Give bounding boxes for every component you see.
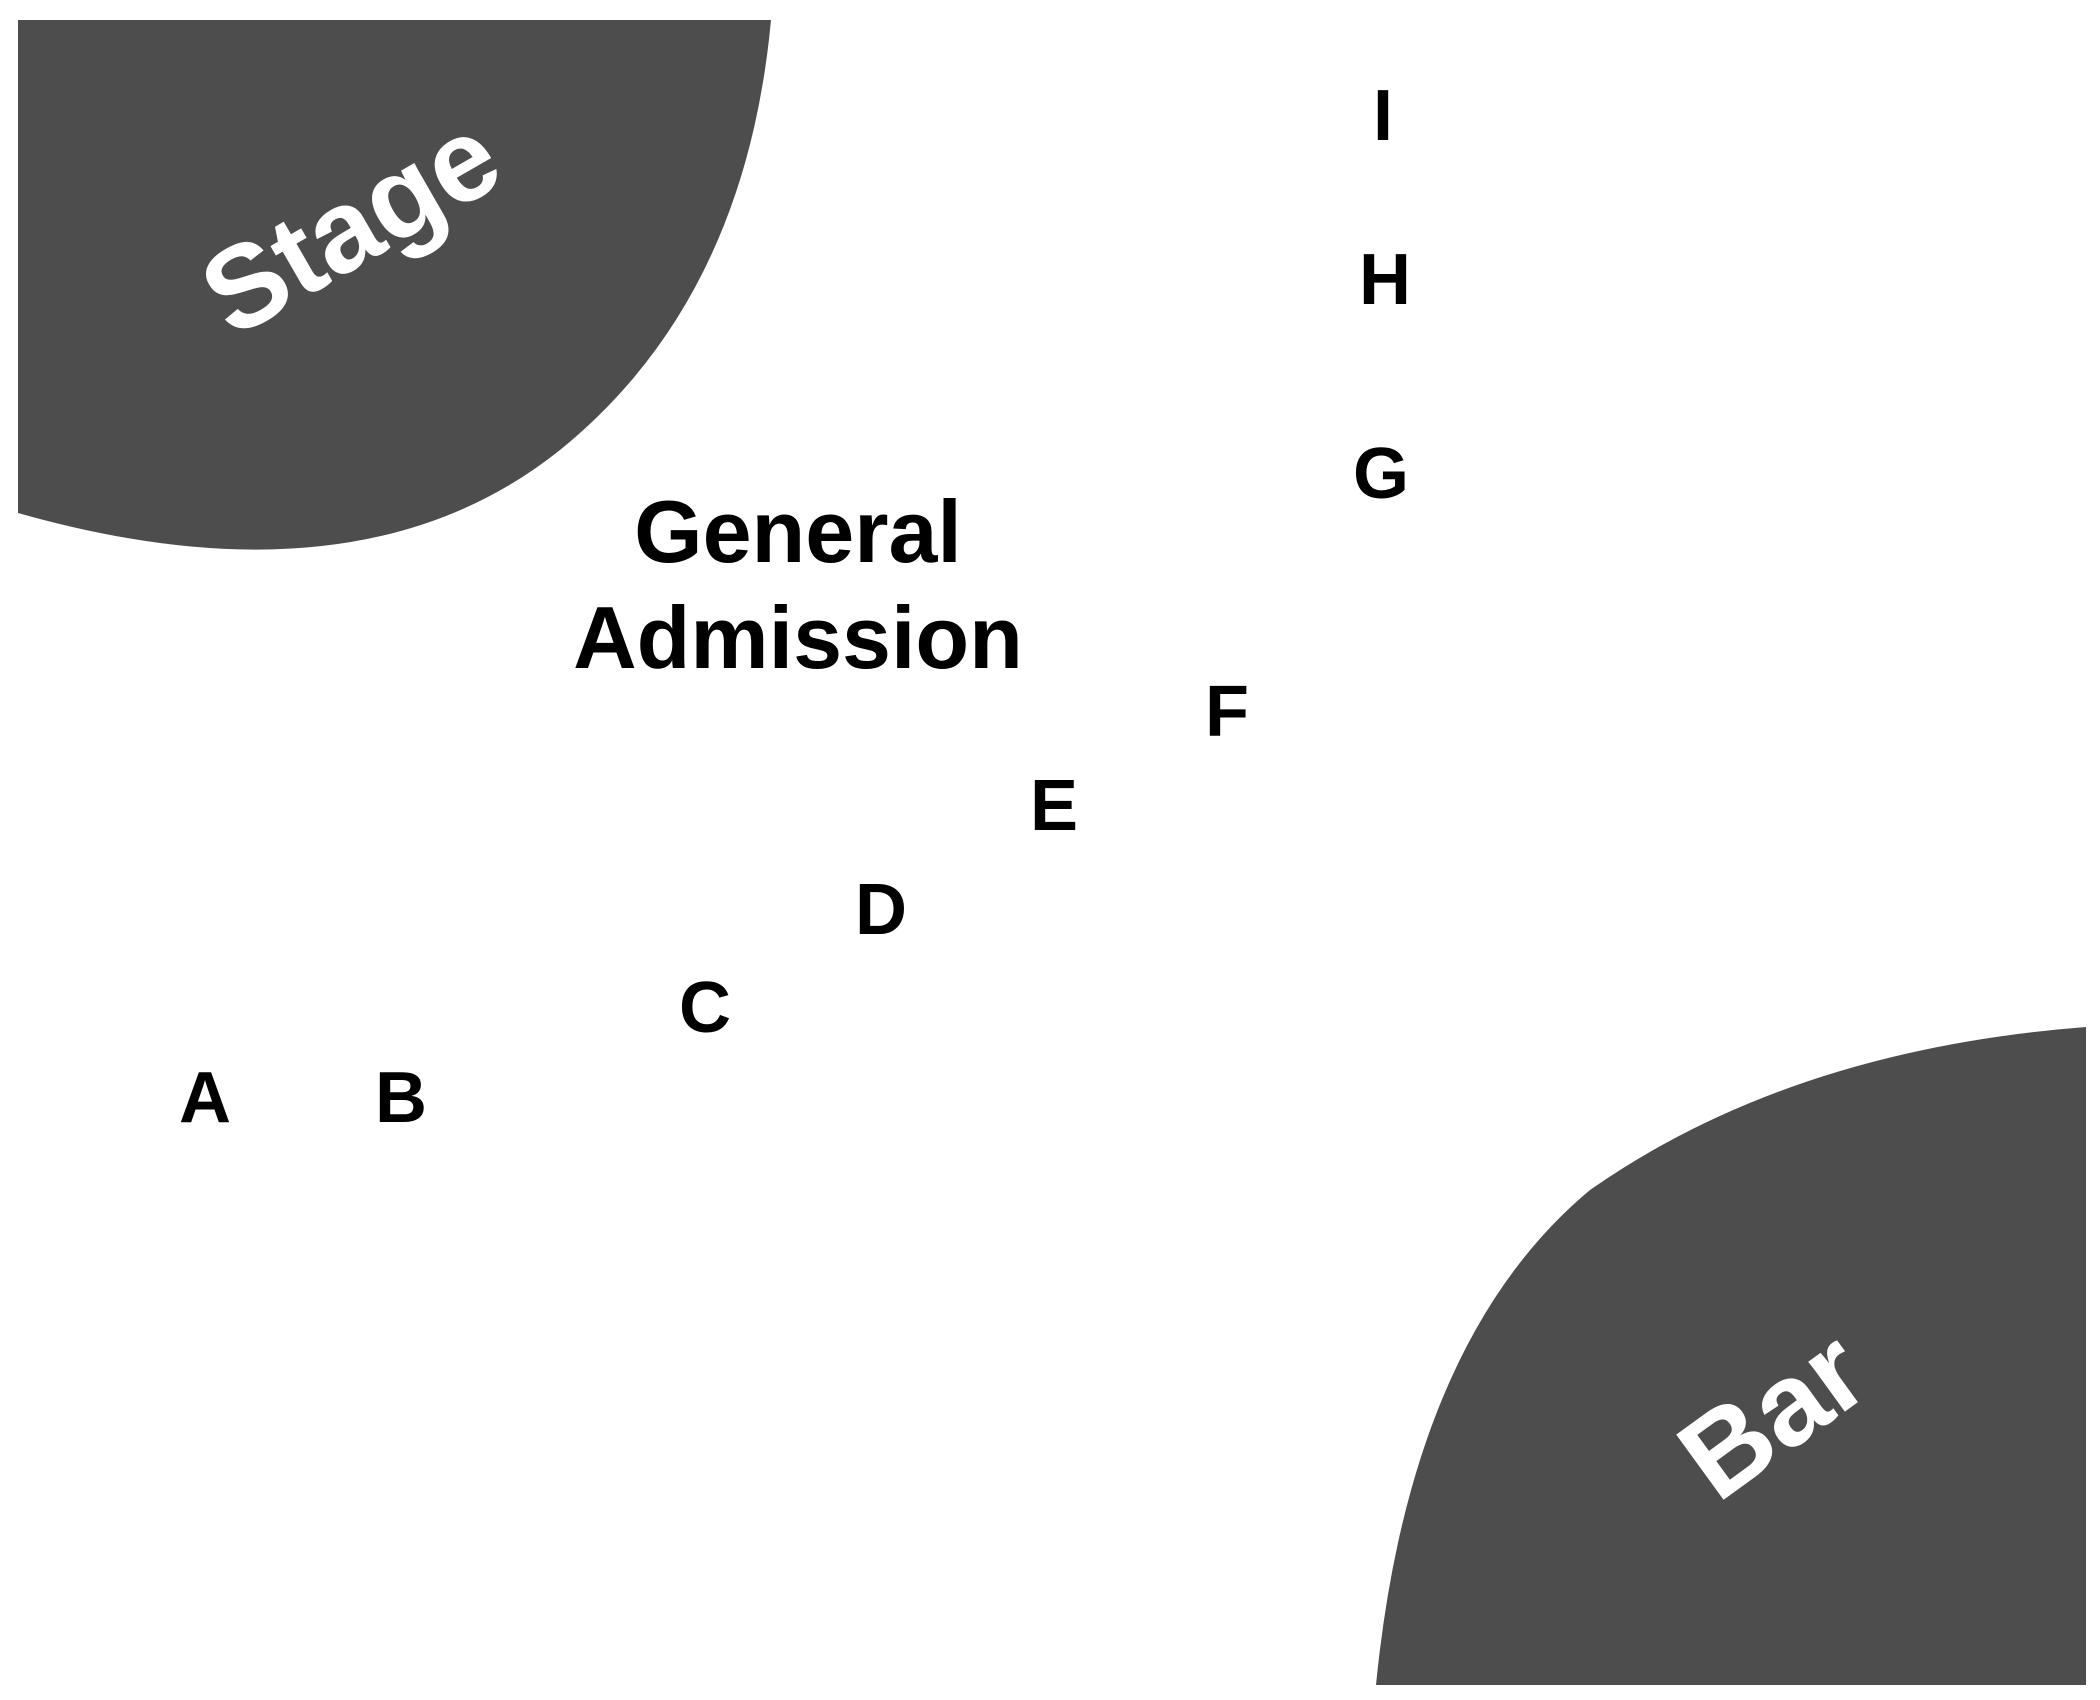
section-label-c[interactable]: C <box>679 968 731 1048</box>
stage-shape <box>18 20 771 550</box>
section-label-b[interactable]: B <box>375 1058 427 1138</box>
section-label-e[interactable]: E <box>1030 766 1078 846</box>
section-label-a[interactable]: A <box>179 1058 231 1138</box>
bar-shape <box>1376 1027 2086 1685</box>
general-admission-line2: Admission <box>573 588 1023 687</box>
section-label-g[interactable]: G <box>1353 434 1409 514</box>
general-admission-area[interactable]: General Admission <box>573 482 1023 687</box>
bar-area[interactable]: Bar <box>1376 1027 2086 1685</box>
section-label-h[interactable]: H <box>1359 240 1411 320</box>
stage-area[interactable]: Stage <box>18 20 771 550</box>
section-label-i[interactable]: I <box>1373 76 1393 156</box>
section-label-d[interactable]: D <box>855 870 907 950</box>
general-admission-line1: General <box>634 482 962 581</box>
section-label-f[interactable]: F <box>1205 672 1249 752</box>
